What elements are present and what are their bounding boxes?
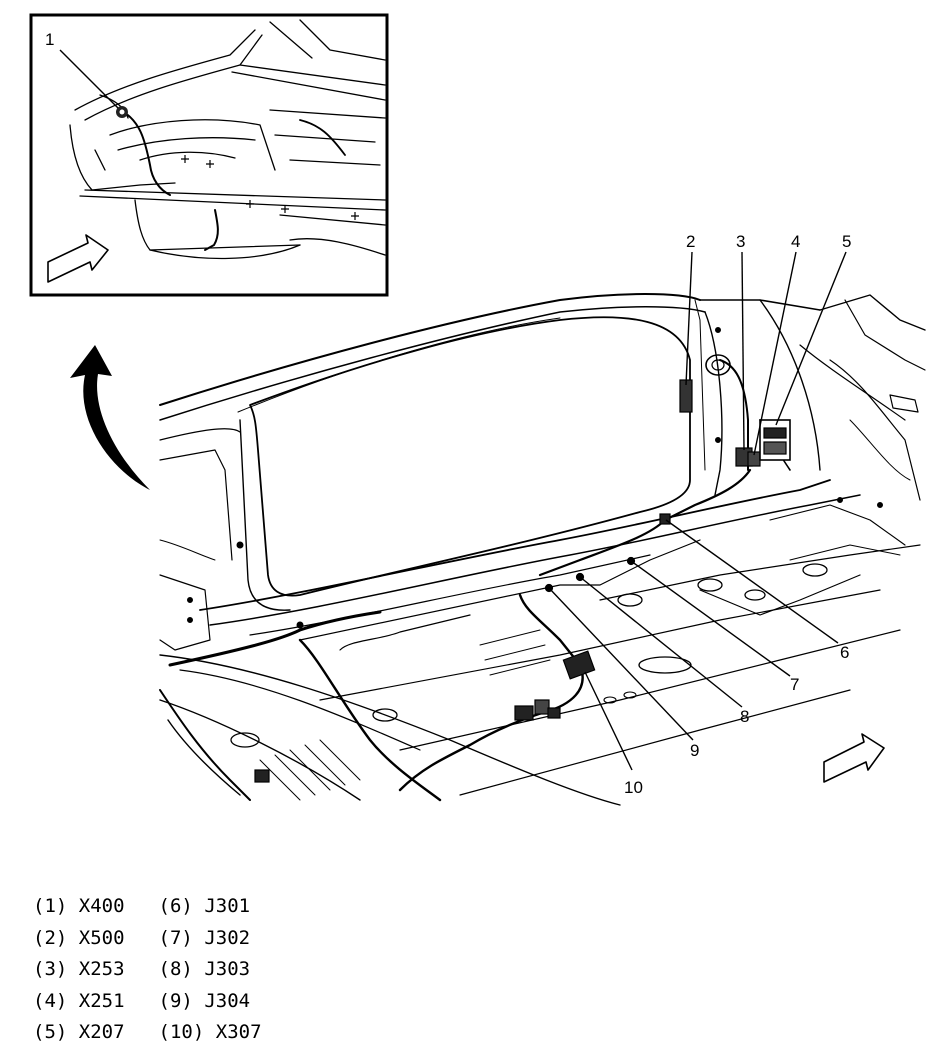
connector-x307-shape [562,650,596,680]
legend-number: (3) [33,958,68,980]
legend-code: X400 [78,895,125,917]
inset-view [29,13,389,297]
legend-item: (9) J304 [159,987,262,1019]
connector-x400-shape [116,106,128,118]
legend-number: (2) [33,926,68,949]
connector-j301-shape [659,513,671,525]
legend-code: J301 [204,895,251,917]
rotation-arrow-icon [70,345,150,490]
callout-2: 2 [686,232,695,251]
legend-number: (8) [158,958,193,980]
legend-item: (10) X307 [159,1018,262,1050]
connector-x207-shape [759,419,791,461]
callout-6: 6 [840,643,849,662]
legend-number: (10) [158,1021,205,1043]
legend-code: X251 [78,989,125,1012]
callout-4: 4 [791,232,800,251]
legend-code: X253 [78,958,125,980]
legend-number: (7) [158,926,193,949]
main-direction-arrow-icon [823,733,885,783]
callout-5: 5 [842,232,851,251]
legend-column-left: (1) X400 (2) X500 (3) X253 (4) X251 (5) … [33,892,125,1050]
callout-7: 7 [790,675,799,694]
callout-3: 3 [736,232,745,251]
legend-item: (4) X251 [33,987,125,1019]
connector-legend: (1) X400 (2) X500 (3) X253 (4) X251 (5) … [33,892,262,1050]
inset-direction-arrow-icon [47,234,109,283]
legend-number: (4) [33,989,68,1012]
legend-item: (7) J302 [159,924,262,956]
callout-8: 8 [740,707,749,726]
legend-item: (2) X500 [33,924,125,956]
main-view [159,293,926,806]
callout-10: 10 [624,778,643,797]
legend-code: J303 [204,958,251,980]
legend-code: J302 [204,926,251,949]
legend-item: (3) X253 [33,955,125,987]
legend-code: X500 [78,926,125,949]
callout-9: 9 [690,741,699,760]
leader-lines [548,251,847,771]
harness-connector-cluster [254,699,561,783]
callout-1: 1 [45,30,54,49]
connector-shapes [254,379,791,783]
legend-column-right: (6) J301 (7) J302 (8) J303 (9) J304 (10)… [159,892,262,1050]
legend-item: (5) X207 [33,1018,125,1050]
legend-number: (9) [158,989,193,1012]
legend-code: X307 [215,1021,262,1043]
legend-code: X207 [78,1021,125,1043]
connector-locator-illustration: 1 2 3 4 5 6 7 8 9 10 [29,13,926,806]
legend-item: (8) J303 [159,955,262,987]
legend-item: (1) X400 [33,892,125,924]
legend-number: (5) [33,1021,68,1043]
legend-code: J304 [204,989,251,1012]
legend-number: (6) [158,895,193,917]
legend-item: (6) J301 [159,892,262,924]
legend-number: (1) [33,895,68,917]
